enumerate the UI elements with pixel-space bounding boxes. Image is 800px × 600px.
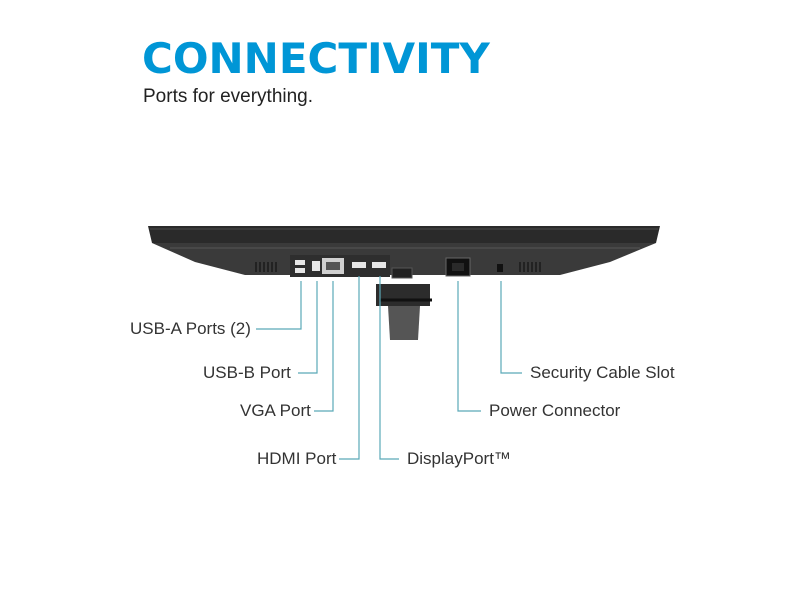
displayport-leader: [379, 276, 399, 460]
power-connector-label: Power Connector: [489, 401, 621, 420]
hdmi-leader: [339, 276, 360, 460]
hdmi-port-label: HDMI Port: [257, 449, 337, 468]
usb-b-leader: [298, 281, 318, 374]
security-leader: [500, 281, 522, 374]
vga-port-label: VGA Port: [240, 401, 311, 420]
page-subtitle: Ports for everything.: [143, 86, 314, 107]
vga-leader: [314, 281, 334, 412]
security-cable-slot-label: Security Cable Slot: [530, 363, 675, 382]
monitor-icon: [148, 226, 660, 340]
usb-a-ports-label: USB-A Ports (2): [130, 319, 251, 338]
page-title: CONNECTIVITY: [142, 34, 490, 83]
power-leader: [457, 281, 481, 412]
usb-a-leader: [256, 281, 302, 330]
displayport-label: DisplayPort™: [407, 449, 511, 468]
usb-b-port-label: USB-B Port: [203, 363, 291, 382]
